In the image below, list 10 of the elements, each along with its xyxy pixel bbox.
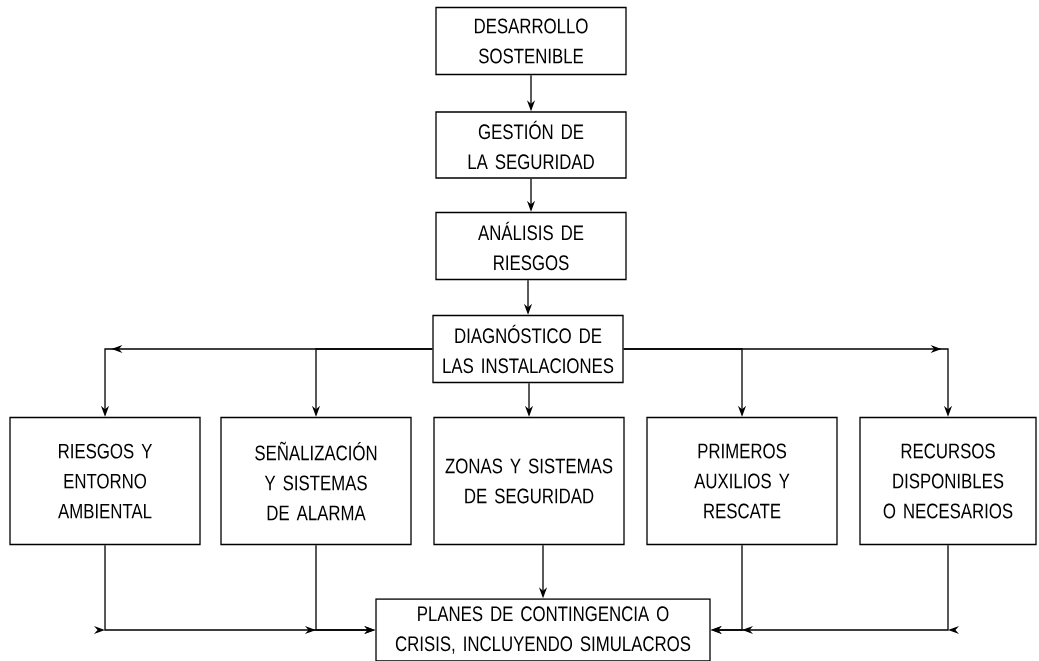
process-box: SEÑALIZACIÓN Y SISTEMAS DE ALARMA	[220, 416, 412, 546]
process-box: ZONAS Y SISTEMAS DE SEGURIDAD	[433, 416, 625, 546]
process-box: DIAGNÓSTICO DE LAS INSTALACIONES	[432, 314, 624, 384]
process-box: PLANES DE CONTINGENCIA O CRISIS, INCLUYENDO SIMULACROS	[375, 598, 711, 661]
process-box: DESARROLLO SOSTENIBLE	[435, 6, 627, 76]
process-box: RIESGOS Y ENTORNO AMBIENTAL	[9, 416, 201, 546]
process-box: GESTIÓN DE LA SEGURIDAD	[435, 111, 627, 179]
process-box: PRIMEROS AUXILIOS Y RESCATE	[646, 416, 838, 546]
process-box: RECURSOS DISPONIBLES O NECESARIOS	[859, 416, 1037, 546]
process-box: ANÁLISIS DE RIESGOS	[435, 211, 627, 281]
